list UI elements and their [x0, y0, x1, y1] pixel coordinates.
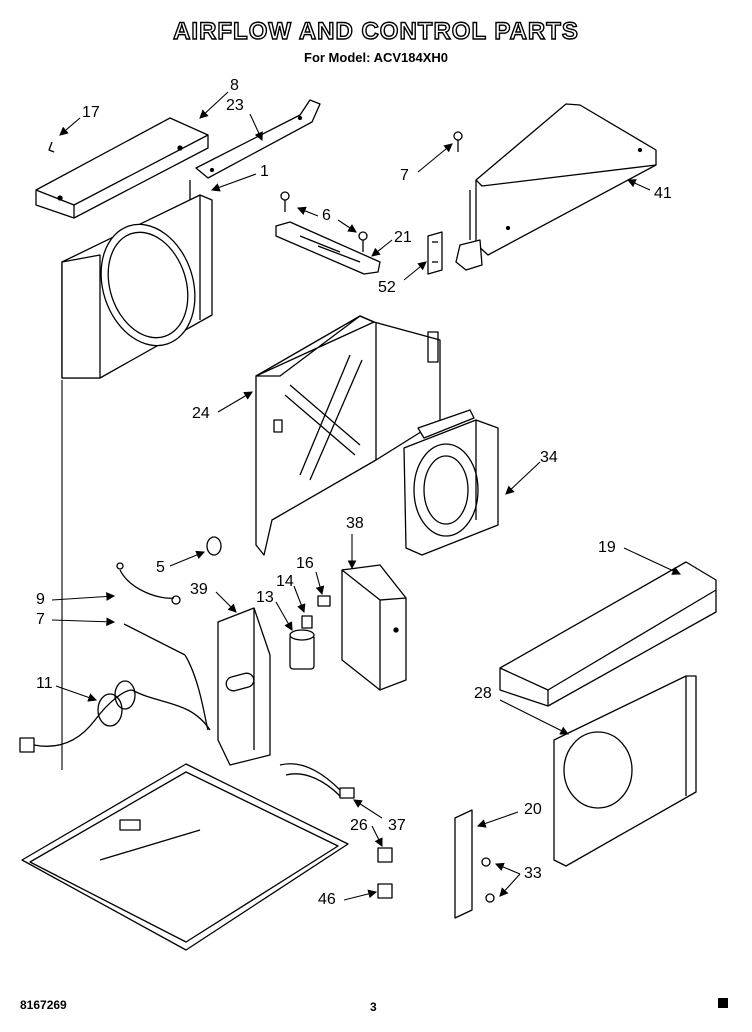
- part-11-power-cord: [19, 623, 211, 753]
- callout-9: 9: [36, 591, 45, 608]
- part-21-bracket: [275, 221, 381, 275]
- part-6-screws: [280, 191, 368, 252]
- callout-7-top: 7: [400, 167, 409, 184]
- part-28-orifice-panel: [553, 675, 697, 867]
- callout-34: 34: [540, 449, 558, 466]
- callout-13: 13: [256, 589, 274, 606]
- callout-26: 26: [350, 817, 368, 834]
- part-38-control-box: [341, 564, 407, 691]
- part-17-clip: [48, 141, 55, 153]
- part-39-control-bracket: [217, 607, 271, 766]
- callout-33: 33: [524, 865, 542, 882]
- part-23-brace: [195, 99, 321, 179]
- part-41-cover-plate: [453, 103, 657, 271]
- callout-37: 37: [388, 817, 406, 834]
- diagram-title: AIRFLOW AND CONTROL PARTS: [172, 17, 579, 45]
- callout-6: 6: [322, 207, 331, 224]
- corner-mark: [718, 998, 728, 1008]
- part-8-top-panel: [35, 117, 209, 219]
- base-pan: [21, 763, 349, 951]
- part-19-top-panel: [499, 561, 717, 707]
- part-26-switch: [377, 847, 393, 863]
- part-1-fan-shroud: [61, 180, 213, 379]
- callout-46: 46: [318, 891, 336, 908]
- callout-20: 20: [524, 801, 542, 818]
- page-number: 3: [370, 1000, 377, 1014]
- callout-24: 24: [192, 405, 210, 422]
- callout-52: 52: [378, 279, 396, 296]
- document-number: 8167269: [20, 998, 67, 1012]
- callout-39: 39: [190, 581, 208, 598]
- part-37-wire-harness: [279, 763, 355, 799]
- callout-16: 16: [296, 555, 314, 572]
- part-34-blower-scroll: [403, 409, 499, 556]
- callout-23: 23: [226, 97, 244, 114]
- part-9-sensor-wire: [116, 562, 181, 605]
- callout-5: 5: [156, 559, 165, 576]
- leader-lines: [51, 91, 681, 901]
- callout-17: 17: [82, 104, 100, 121]
- part-46-switch: [377, 883, 393, 899]
- callout-1: 1: [260, 163, 269, 180]
- part-20-mount-plate: [454, 809, 495, 919]
- callout-28: 28: [474, 685, 492, 702]
- part-52-tab: [427, 231, 443, 275]
- callout-19: 19: [598, 539, 616, 556]
- part-13-capacitor: [289, 629, 315, 670]
- callout-38: 38: [346, 515, 364, 532]
- callout-7-left: 7: [36, 611, 45, 628]
- callout-41: 41: [654, 185, 672, 202]
- part-14-strap: [301, 615, 313, 629]
- callout-11: 11: [36, 675, 53, 692]
- part-5-clip: [206, 536, 222, 556]
- callout-21: 21: [394, 229, 412, 246]
- part-16-switch: [317, 595, 331, 607]
- part-24-partition: [255, 315, 441, 556]
- model-subtitle: For Model: ACV184XH0: [304, 50, 448, 65]
- callout-14: 14: [276, 573, 294, 590]
- callout-8: 8: [230, 77, 239, 94]
